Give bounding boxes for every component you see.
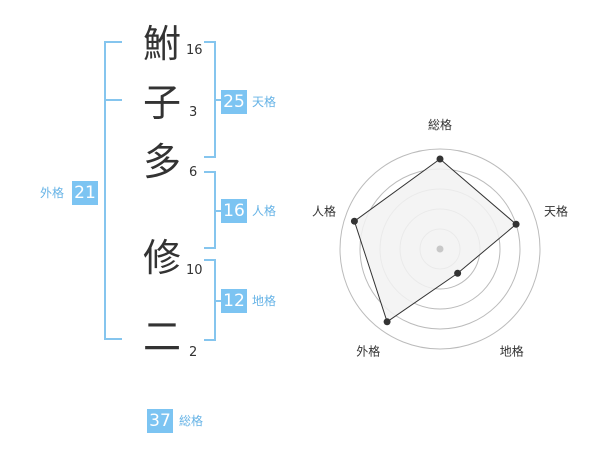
stroke-count-4: 10 — [186, 263, 203, 278]
tenkaku-value: 25 — [221, 90, 247, 114]
soukaku-value: 37 — [147, 409, 173, 433]
radar-axis-label-4: 人格 — [312, 203, 336, 218]
chikaku-bracket — [204, 259, 216, 341]
radar-point-3 — [383, 318, 391, 326]
radar-point-0 — [436, 155, 444, 163]
radar-ring-5 — [339, 148, 541, 350]
stroke-count-5: 2 — [189, 345, 198, 360]
tenkaku-connector — [216, 99, 221, 101]
name-char-5: 二 — [142, 315, 181, 359]
radar-center-dot — [436, 245, 444, 253]
jinkaku-connector — [216, 210, 221, 212]
chikaku-label: 地格 — [252, 294, 277, 308]
jinkaku-value: 16 — [221, 199, 247, 223]
name-char-1: 鮒 — [142, 22, 181, 66]
jinkaku-bracket — [204, 171, 216, 249]
gaikaku-bracket-divider — [104, 99, 122, 101]
gaikaku-label: 外格 — [40, 186, 65, 200]
stroke-count-1: 16 — [186, 43, 203, 58]
chikaku-connector — [216, 300, 221, 302]
gaikaku-value: 21 — [72, 181, 98, 205]
radar-axis-label-1: 天格 — [544, 203, 568, 218]
gaikaku-bracket — [104, 41, 122, 340]
radar-axis-label-2: 地格 — [500, 344, 524, 359]
radar-points — [350, 155, 520, 326]
radar-point-4 — [350, 217, 358, 225]
name-char-4: 修 — [142, 236, 181, 280]
name-char-3: 多 — [142, 140, 181, 184]
name-char-2: 子 — [142, 81, 181, 125]
tenkaku-bracket — [204, 41, 216, 158]
radar-area — [353, 158, 517, 323]
soukaku-label: 総格 — [179, 414, 204, 428]
stroke-count-3: 6 — [189, 165, 198, 180]
radar-point-1 — [512, 220, 520, 228]
radar-axis-label-0: 総格 — [428, 117, 452, 132]
chikaku-value: 12 — [221, 289, 247, 313]
radar-axis-label-3: 外格 — [356, 344, 380, 359]
stroke-count-2: 3 — [189, 105, 198, 120]
tenkaku-label: 天格 — [252, 95, 277, 109]
radar-point-2 — [454, 269, 462, 277]
jinkaku-label: 人格 — [252, 204, 277, 218]
